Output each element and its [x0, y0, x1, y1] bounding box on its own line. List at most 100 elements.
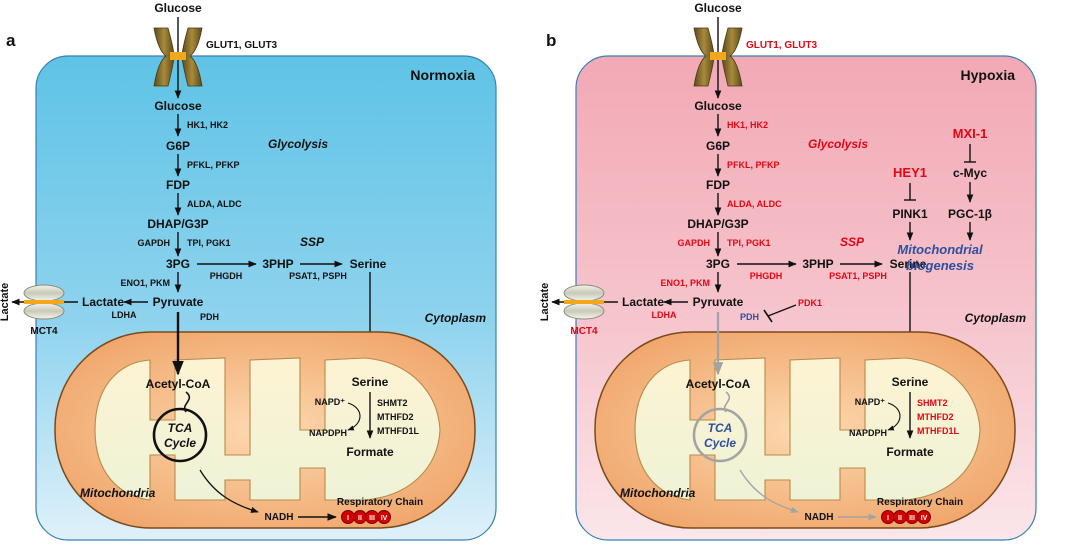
enzyme-mthfd2: MTHFD2 [377, 412, 414, 422]
3pg-node: 3PG [166, 257, 190, 271]
complex-2-label: II [358, 515, 362, 522]
cmyc-node: c-Myc [953, 166, 987, 180]
enzyme-mthfd1l: MTHFD1L [377, 426, 419, 436]
mxi1-node: MXI-1 [953, 126, 988, 141]
glut-pore [710, 52, 726, 60]
mct4-pore [24, 300, 64, 304]
tca-cycle-ring [152, 407, 208, 463]
acetyl-coa-node: Acetyl-CoA [146, 377, 211, 391]
enzyme-phgdh: PHGDH [210, 271, 243, 281]
enzyme-mthfd1l: MTHFD1L [917, 426, 959, 436]
dhap-g3p-node: DHAP/G3P [147, 217, 208, 231]
tca-cycle-ring [692, 407, 748, 463]
lactate-extracellular: Lactate [0, 283, 11, 322]
complex-4-label: IV [381, 515, 388, 522]
glut-channel-left [693, 27, 715, 87]
nadp-conversion-arrow [347, 402, 361, 431]
cytoplasm-label: Cytoplasm [965, 311, 1027, 325]
enzyme-ldha: LDHA [112, 310, 137, 320]
pgc1b-node: PGC-1β [948, 207, 992, 221]
nadph-label: NAPDPH [309, 428, 347, 438]
biogenesis-label-1: Mitochondrial [897, 242, 983, 257]
g6p-node: G6P [706, 139, 730, 153]
complex-1-label: I [347, 515, 349, 522]
glut-channel-left [153, 27, 175, 87]
tca-label: TCA [168, 421, 193, 435]
formate-node: Formate [346, 445, 394, 459]
cycle-label: Cycle [164, 436, 196, 450]
nadp-conversion-arrow [887, 402, 901, 431]
nadh-node: NADH [265, 512, 294, 523]
pdk1-inhibition-line [767, 304, 797, 317]
enzyme-ald: ALDA, ALDC [187, 199, 242, 209]
tca-label: TCA [708, 421, 733, 435]
pink1-node: PINK1 [892, 207, 928, 221]
enzyme-psat: PSAT1, PSPH [289, 271, 347, 281]
mct4-pore [564, 300, 604, 304]
glucose-node: Glucose [154, 99, 202, 113]
complex-4-circle [917, 510, 931, 524]
enzyme-tpi: TPI, PGK1 [727, 238, 771, 248]
glucose-extracellular: Glucose [694, 1, 742, 15]
ssp-label: SSP [300, 235, 325, 249]
glut-pore [170, 52, 186, 60]
cytoplasm-label: Cytoplasm [425, 311, 487, 325]
nadh-node: NADH [805, 512, 834, 523]
dhap-g3p-node: DHAP/G3P [687, 217, 748, 231]
enzyme-eno: ENO1, PKM [660, 278, 710, 288]
pdk1-inhibition-bar [763, 309, 773, 323]
complex-2-label: II [898, 515, 902, 522]
panel-letter: a [6, 31, 16, 50]
mitochondrion-cristae [94, 357, 441, 501]
enzyme-shmt2: SHMT2 [377, 398, 408, 408]
enzyme-gapdh: GAPDH [137, 238, 170, 248]
hey1-node: HEY1 [893, 165, 927, 180]
enzyme-phgdh: PHGDH [750, 271, 783, 281]
ssp-label: SSP [840, 235, 865, 249]
glut-channel-right [721, 27, 743, 87]
nadp-label: NAPD⁺ [855, 397, 886, 407]
glucose-node: Glucose [694, 99, 742, 113]
mct4-lower [563, 302, 605, 320]
condition-label: Hypoxia [961, 67, 1016, 83]
mitochondria-label: Mitochondria [80, 486, 156, 500]
glucose-extracellular: Glucose [154, 1, 202, 15]
mitochondrion-cristae [634, 357, 981, 501]
glut-label: GLUT1, GLUT3 [746, 40, 818, 51]
enzyme-pfk: PFKL, PFKP [727, 160, 780, 170]
glut-label: GLUT1, GLUT3 [206, 40, 278, 51]
complex-3-label: III [369, 515, 375, 522]
nadph-label: NAPDPH [849, 428, 887, 438]
arrow-tca-nadh [199, 469, 259, 513]
respiratory-chain-label: Respiratory Chain [337, 497, 423, 508]
respiratory-chain-label: Respiratory Chain [877, 497, 963, 508]
lactate-extracellular: Lactate [539, 283, 551, 322]
arrow-tca-nadh [739, 469, 799, 513]
enzyme-pdk1: PDK1 [798, 298, 822, 308]
complex-4-circle [377, 510, 391, 524]
mct4-lower [23, 302, 65, 320]
serine-node: Serine [350, 257, 387, 271]
mitochondria-label: Mitochondria [620, 486, 696, 500]
condition-label: Normoxia [410, 67, 475, 83]
enzyme-shmt2: SHMT2 [917, 398, 948, 408]
glut-channel-right [181, 27, 203, 87]
complex-1-label: I [887, 515, 889, 522]
nadp-label: NAPD⁺ [315, 397, 346, 407]
cycle-label: Cycle [704, 436, 736, 450]
enzyme-hk: HK1, HK2 [187, 120, 228, 130]
lactate-node: Lactate [622, 295, 664, 309]
mct4-label: MCT4 [30, 326, 58, 337]
enzyme-ldha: LDHA [652, 310, 677, 320]
enzyme-eno: ENO1, PKM [120, 278, 170, 288]
mct4-label: MCT4 [570, 326, 598, 337]
glycolysis-label: Glycolysis [808, 137, 868, 151]
pyruvate-node: Pyruvate [693, 295, 744, 309]
complex-3-label: III [909, 515, 915, 522]
biogenesis-label-2: biogenesis [906, 258, 974, 273]
serine-mito-node: Serine [352, 375, 389, 389]
serine-mito-node: Serine [892, 375, 929, 389]
enzyme-tpi: TPI, PGK1 [187, 238, 231, 248]
